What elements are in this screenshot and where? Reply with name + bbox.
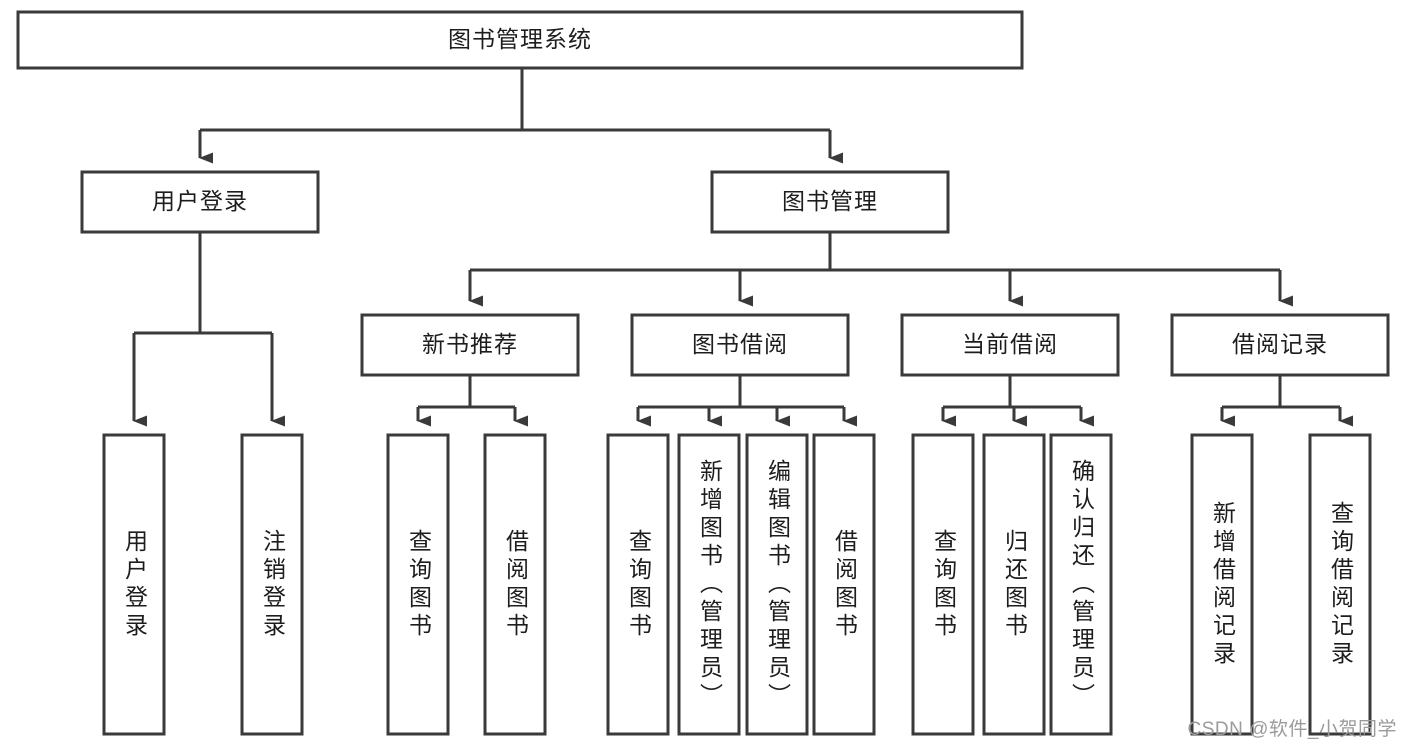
csdn-watermark: CSDN @软件_小贺同学 [1187,719,1397,740]
node-box-new-book[interactable] [360,313,580,377]
leaf-box-book-borrow-1[interactable] [677,433,741,736]
node-box-borrow-record[interactable] [1170,313,1390,377]
leaf-box-borrow-record-1[interactable] [1308,433,1372,736]
leaf-box-borrow-record-0[interactable] [1190,433,1254,736]
leaf-box-current-borrow-1[interactable] [982,433,1046,736]
leaf-box-new-book-1[interactable] [483,433,547,736]
leaf-box-current-borrow-2[interactable] [1049,433,1113,736]
leaf-box-book-borrow-3[interactable] [812,433,876,736]
node-box-book-manage[interactable] [710,170,950,234]
leaf-box-new-book-0[interactable] [386,433,450,736]
leaf-box-book-borrow-2[interactable] [745,433,809,736]
leaf-box-book-borrow-0[interactable] [606,433,670,736]
node-box-user-login[interactable] [80,170,320,234]
leaf-box-current-borrow-0[interactable] [911,433,975,736]
node-box-book-borrow[interactable] [630,313,850,377]
leaf-box-user-login-1[interactable] [240,433,304,736]
node-box-current-borrow[interactable] [900,313,1120,377]
leaf-box-user-login-0[interactable] [102,433,166,736]
node-box-root[interactable] [16,10,1024,70]
